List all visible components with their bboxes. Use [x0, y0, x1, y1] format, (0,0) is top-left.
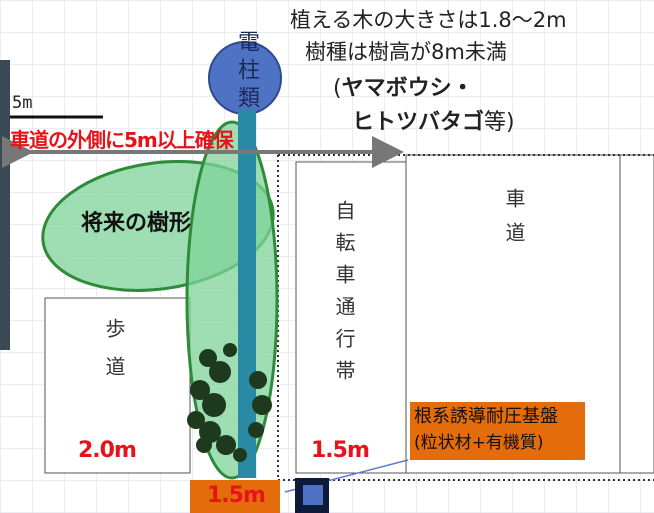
species-suffix: 等): [484, 110, 515, 135]
tree-species-note: 樹種は樹高が8m未満: [305, 40, 507, 64]
species-name-2: ヒトツバタゴ: [352, 110, 485, 135]
bike-lane-label: 自転車通行帯: [332, 200, 356, 392]
bike-lane-width: 1.5m: [311, 438, 370, 463]
tree-foliage-texture: [187, 343, 272, 462]
roadway-edge-box: [619, 154, 654, 474]
species-name-1: ヤマボウシ・: [341, 76, 474, 101]
species-examples-line2: ヒトツバタゴ等): [352, 104, 515, 136]
planting-strip-base: [190, 480, 280, 513]
clearance-note: 車道の外側に5m以上確保: [10, 128, 234, 152]
future-crown-label: 将来の樹形: [81, 211, 192, 236]
left-edge-photo-strip: [0, 60, 10, 350]
root-base-label-line1: 根系誘導耐圧基盤: [414, 406, 558, 427]
sidewalk-label: 歩道: [102, 318, 126, 394]
root-base-block-inner: [303, 485, 323, 505]
root-base-label: 根系誘導耐圧基盤 (粒状材+有機質): [410, 402, 585, 460]
root-base-label-line2: (粒状材+有機質): [414, 433, 544, 453]
tree-size-note: 植える木の大きさは1.8〜2m: [290, 8, 567, 32]
sidewalk-box: [44, 297, 191, 474]
sidewalk-width: 2.0m: [78, 438, 137, 463]
species-open-paren: (: [333, 76, 342, 101]
species-examples-line1: (ヤマボウシ・: [333, 70, 474, 102]
roadway-label: 車道: [502, 188, 526, 256]
planting-strip-width: 1.5m: [207, 483, 266, 508]
scale-label: 5m: [12, 93, 33, 113]
pole-label: 電柱類: [234, 30, 259, 114]
